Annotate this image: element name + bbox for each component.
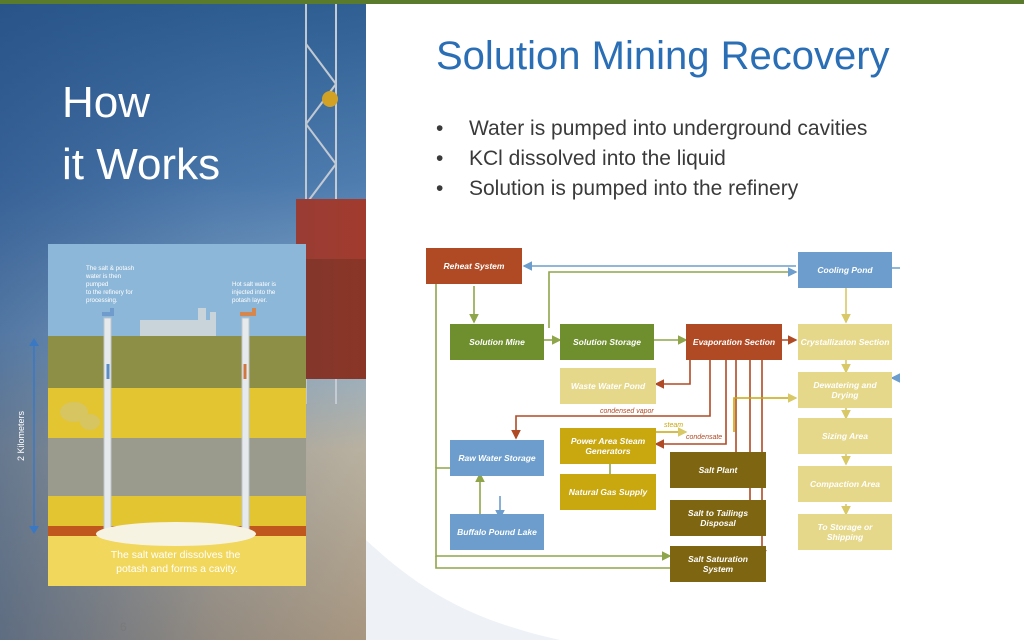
flow-box-sizing-area: Sizing Area — [798, 418, 892, 454]
flow-box-solution-storage: Solution Storage — [560, 324, 654, 360]
flow-box-salt-saturation: Salt Saturation System — [670, 546, 766, 582]
flow-box-crystallization-section: Crystallizaton Section — [798, 324, 892, 360]
bullet-list: Water is pumped into underground cavitie… — [436, 114, 867, 204]
rock-layer — [48, 438, 306, 496]
flow-box-waste-water-pond: Waste Water Pond — [560, 368, 656, 404]
bullet-item: KCl dissolved into the liquid — [436, 144, 867, 174]
flow-box-label: To Storage or Shipping — [817, 522, 873, 542]
flow-box-label: Evaporation Section — [692, 337, 776, 347]
slide-heading: How it Works — [62, 72, 220, 196]
cavity — [96, 522, 256, 546]
heading-line-1: How — [62, 78, 151, 127]
caption-left: The salt & potash water is then pumped t… — [85, 265, 136, 304]
process-flowchart: Reheat System Cooling Pond Solution Mine… — [420, 238, 900, 590]
flow-box-reheat-system: Reheat System — [426, 248, 522, 284]
flow-box-dewatering-drying: Dewatering and Drying — [798, 372, 892, 408]
heading-line-2: it Works — [62, 140, 221, 189]
topsoil-layer — [48, 336, 306, 388]
flow-box-label: Salt Saturation System — [688, 554, 748, 574]
flow-box-label: Natural Gas Supply — [568, 487, 648, 497]
flow-box-label: Solution Mine — [469, 337, 525, 347]
extraction-pipe-head — [102, 308, 114, 316]
flow-box-label: Raw Water Storage — [458, 453, 536, 463]
flow-box-storage-shipping: To Storage or Shipping — [798, 514, 892, 550]
extraction-pipe — [103, 317, 112, 533]
flow-box-label: Reheat System — [443, 261, 505, 271]
flow-box-label: Cooling Pond — [817, 265, 873, 275]
injection-pipe — [241, 317, 250, 533]
label-condensed-vapor: condensed vapor — [600, 408, 654, 415]
label-steam: steam — [664, 422, 684, 429]
bullet-item: Water is pumped into underground cavitie… — [436, 114, 867, 144]
flow-box-label: Salt to Tailings Disposal — [687, 508, 749, 528]
fossil-graphic — [60, 402, 100, 430]
flow-box-solution-mine: Solution Mine — [450, 324, 544, 360]
mining-cross-section-illustration: The salt & potash water is then pumped t… — [48, 244, 306, 586]
flow-box-cooling-pond: Cooling Pond — [798, 252, 892, 288]
flow-box-label: Waste Water Pond — [570, 381, 646, 391]
refinery-silhouette — [140, 308, 216, 336]
flow-box-label: Buffalo Pound Lake — [457, 527, 537, 537]
flow-box-buffalo-pound-lake: Buffalo Pound Lake — [450, 514, 544, 550]
flow-box-power-area: Power Area Steam Generators — [560, 428, 656, 464]
flow-box-label: Compaction Area — [809, 479, 881, 489]
flow-box-salt-tailings: Salt to Tailings Disposal — [670, 500, 766, 536]
bullet-item: Solution is pumped into the refinery — [436, 174, 867, 204]
potash-layer-lower — [48, 496, 306, 526]
bottom-caption: The salt water dissolves the potash and … — [111, 549, 243, 575]
flow-box-label: Dewatering and Drying — [813, 380, 877, 400]
page-number: 6 — [120, 620, 127, 634]
flow-box-salt-plant: Salt Plant — [670, 452, 766, 488]
label-condensate: condensate — [686, 434, 723, 441]
flow-box-label: Solution Storage — [573, 337, 641, 347]
depth-indicator: 2 Kilometers — [16, 338, 39, 534]
top-accent-bar — [0, 0, 1024, 4]
flow-box-label: Sizing Area — [822, 431, 868, 441]
slide-title: Solution Mining Recovery — [436, 34, 890, 78]
flow-box-natural-gas: Natural Gas Supply — [560, 474, 656, 510]
caption-right: Hot salt water is injected into the pota… — [232, 281, 278, 304]
flow-box-evaporation-section: Evaporation Section — [686, 324, 782, 360]
flow-box-raw-water-storage: Raw Water Storage — [450, 440, 544, 476]
flow-box-label: Crystallizaton Section — [800, 337, 890, 347]
flow-box-label: Power Area Steam Generators — [570, 436, 646, 456]
injection-pipe-head — [240, 308, 256, 316]
flow-box-compaction-area: Compaction Area — [798, 466, 892, 502]
flow-box-label: Salt Plant — [698, 465, 738, 475]
depth-label: 2 Kilometers — [16, 410, 26, 461]
